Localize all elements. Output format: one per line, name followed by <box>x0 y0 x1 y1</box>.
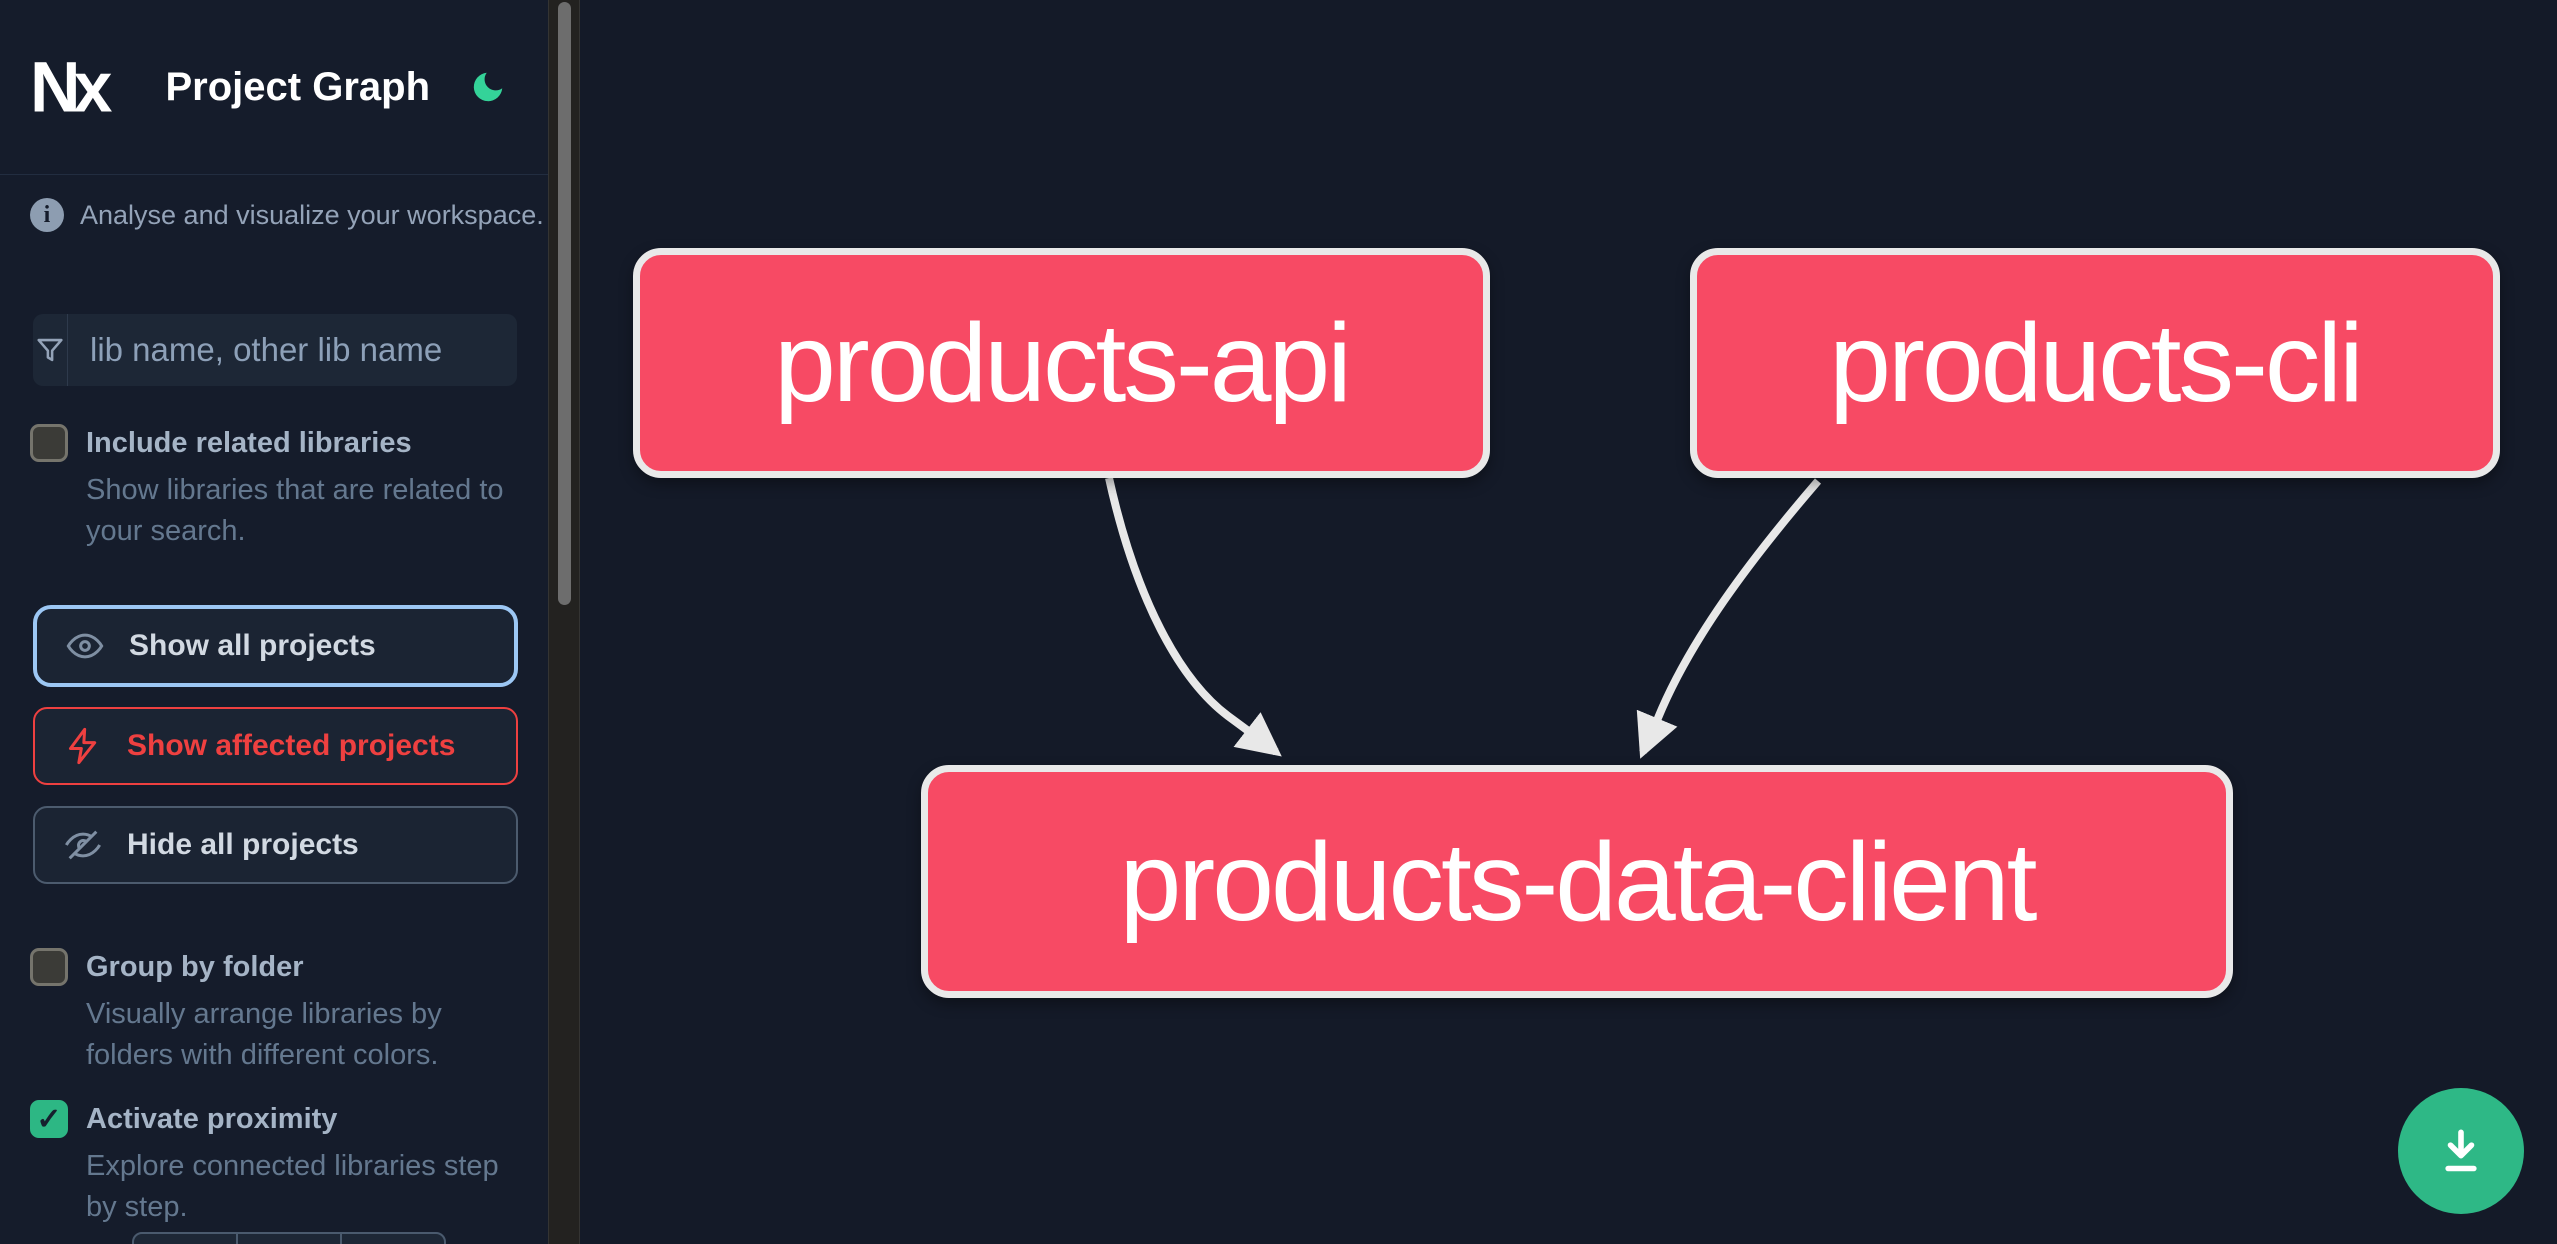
download-graph-button[interactable] <box>2398 1088 2524 1214</box>
stepper-decrement-button[interactable] <box>134 1234 236 1244</box>
show-affected-projects-button[interactable]: Show affected projects <box>33 707 518 785</box>
show-all-projects-button[interactable]: Show all projects <box>33 605 518 687</box>
graph-canvas[interactable]: products-api products-cli products-data-… <box>580 0 2557 1244</box>
activate-proximity-checkbox[interactable]: ✓ <box>30 1100 68 1138</box>
proximity-depth-stepper <box>132 1232 446 1244</box>
edge-products-api-to-data-client <box>1105 477 1282 757</box>
nx-logo: Nx <box>30 47 113 127</box>
edge-products-cli-to-data-client <box>1636 478 1822 759</box>
sidebar: Nx Project Graph i Analyse and visualize… <box>0 0 548 1244</box>
option-include-related-libraries: ✓ Include related libraries Show librari… <box>30 424 520 552</box>
option-label: Group by folder <box>86 950 304 983</box>
option-group-by-folder: ✓ Group by folder Visually arrange libra… <box>30 948 520 1076</box>
include-related-checkbox[interactable]: ✓ <box>30 424 68 462</box>
option-description: Visually arrange libraries by folders wi… <box>86 998 442 1071</box>
sidebar-scrollbar-thumb[interactable] <box>558 2 571 605</box>
option-description: Show libraries that are related to your … <box>86 474 504 547</box>
option-label: Include related libraries <box>86 426 412 459</box>
download-icon <box>2445 1129 2477 1172</box>
stepper-increment-button[interactable] <box>340 1234 444 1244</box>
eye-icon <box>66 633 104 659</box>
eye-off-icon <box>65 830 101 860</box>
search-filter <box>33 314 537 386</box>
workspace-tagline: i Analyse and visualize your workspace. <box>30 198 544 232</box>
button-label: Show affected projects <box>127 729 456 762</box>
info-icon: i <box>30 198 64 232</box>
option-label: Activate proximity <box>86 1102 338 1135</box>
option-activate-proximity: ✓ Activate proximity Explore connected l… <box>30 1100 520 1228</box>
hide-all-projects-button[interactable]: Hide all projects <box>33 806 518 884</box>
lightning-bolt-icon <box>69 727 97 765</box>
filter-funnel-icon <box>33 314 68 386</box>
graph-node-products-data-client[interactable]: products-data-client <box>921 765 2233 998</box>
group-by-folder-checkbox[interactable]: ✓ <box>30 948 68 986</box>
graph-node-products-cli[interactable]: products-cli <box>1690 248 2500 478</box>
stepper-value <box>236 1234 340 1244</box>
search-input[interactable] <box>68 314 537 386</box>
tagline-text: Analyse and visualize your workspace. <box>80 199 544 230</box>
sidebar-scrollbar-track[interactable] <box>548 0 580 1244</box>
button-label: Hide all projects <box>127 828 359 861</box>
option-description: Explore connected libraries step by step… <box>86 1150 499 1223</box>
theme-toggle-button[interactable] <box>466 65 510 109</box>
dependency-edges <box>1105 477 1822 759</box>
graph-node-products-api[interactable]: products-api <box>633 248 1490 478</box>
moon-icon <box>473 72 503 102</box>
button-label: Show all projects <box>129 629 376 662</box>
sidebar-header: Nx Project Graph <box>0 0 548 175</box>
page-title: Project Graph <box>165 64 430 109</box>
